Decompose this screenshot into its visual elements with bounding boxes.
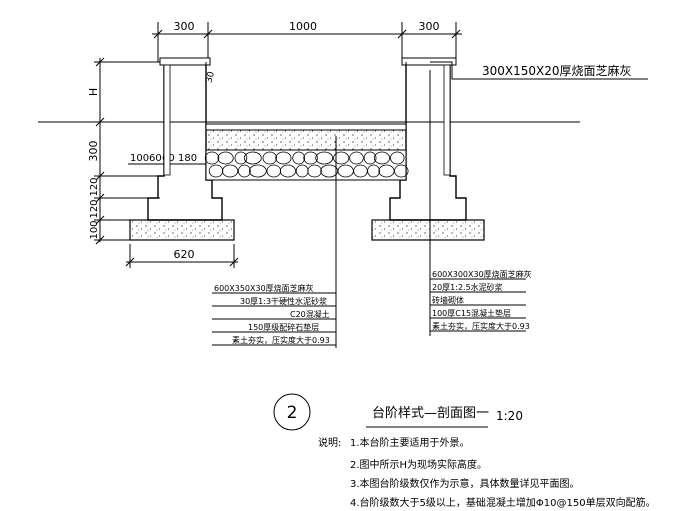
gravel-pebbles [204, 151, 409, 178]
right-callout-3: 砖墙砌体 [432, 295, 464, 305]
gravel-pebble [373, 151, 391, 165]
left-callout-2: 30厚1:3干硬性水泥砂浆 [240, 296, 327, 306]
gravel-pebble [390, 151, 405, 165]
right-callout-4: 100厚C15混凝土垫层 [432, 308, 511, 318]
left-dimension-chain [94, 57, 160, 245]
note-2: 2.图中所示H为现场实际高度。 [350, 458, 487, 471]
dim-small-60a: 60 [149, 153, 162, 164]
left-callout-rules [212, 292, 336, 346]
left-footing [129, 219, 235, 241]
right-callout-1: 600X300X30厚烧面芝麻灰 [432, 269, 532, 279]
gravel-pebble [303, 151, 318, 165]
gravel-pebble [275, 151, 292, 165]
coping-label: 300X150X20厚烧面芝麻灰 [482, 63, 632, 78]
gravel-pebble [262, 151, 278, 165]
left-callout-4: 150厚级配碎石垫层 [248, 322, 319, 332]
paving-stone-layer [205, 123, 407, 131]
gravel-pebble [279, 164, 296, 178]
gravel-pebble [238, 164, 251, 178]
right-callout-2: 20厚1:2.5水泥砂浆 [432, 282, 503, 292]
gravel-pebble [307, 164, 322, 178]
gravel-pebble [217, 151, 234, 165]
gravel-pebble [363, 151, 377, 165]
gravel-pebble [367, 164, 380, 178]
coping-leader [430, 61, 648, 80]
dim-top-left: 300 [174, 20, 195, 33]
bottom-dimension-line [125, 244, 239, 268]
dim-left-300: 300 [87, 141, 100, 162]
gravel-pebble [204, 151, 220, 165]
gravel-pebble [234, 151, 248, 165]
dim-left-100: 100 [89, 220, 100, 239]
left-coping-stone [159, 57, 211, 66]
concrete-layer [205, 129, 407, 151]
note-3: 3.本图台阶级数仅作为示意，具体数量详见平面图。 [350, 477, 580, 490]
dim-small-100: 100 [130, 153, 149, 164]
title-number-circle [273, 393, 311, 431]
note-4: 4.台阶级数大于5级以上，基础混凝土增加Φ10@150单层双向配筋。 [350, 496, 656, 509]
gravel-pebble [333, 151, 350, 165]
left-callout-3: C20混凝土 [290, 309, 330, 319]
left-callout-5: 素土夯实，压实度大于0.93 [232, 335, 330, 345]
dim-left-120b: 120 [89, 199, 100, 218]
top-dimension-line [152, 22, 462, 62]
title-scale: 1:20 [496, 409, 523, 423]
title-name: 台阶样式—剖面图一 [372, 406, 489, 421]
title-number: 2 [287, 403, 298, 423]
gravel-pebble [349, 151, 364, 165]
right-callout-rules [430, 278, 526, 332]
dim-top-middle: 1000 [289, 20, 317, 33]
dim-wall-30: 30 [204, 70, 217, 84]
dim-top-right: 300 [419, 20, 440, 33]
note-1: 1.本台阶主要适用于外景。 [350, 436, 470, 449]
notes-heading: 说明: [318, 436, 341, 449]
gravel-pebble [394, 164, 409, 178]
gravel-pebble [248, 164, 267, 178]
dim-bottom-620: 620 [174, 248, 195, 261]
gravel-pebble [315, 151, 334, 165]
gravel-pebble [292, 151, 306, 165]
left-callout-1: 600X350X30厚烧面芝麻灰 [214, 283, 314, 293]
right-callout-5: 素土夯实，压实度大于0.93 [432, 321, 530, 331]
gravel-pebble [222, 164, 239, 178]
right-wall-finish [443, 64, 451, 176]
right-footing [371, 219, 485, 241]
dim-left-120a: 120 [89, 177, 100, 196]
dim-small-180: 180 [178, 153, 197, 164]
dim-h: H [87, 88, 100, 96]
gravel-pebble [243, 151, 262, 165]
right-coping-stone [401, 57, 457, 66]
left-wall-finish [163, 64, 171, 176]
